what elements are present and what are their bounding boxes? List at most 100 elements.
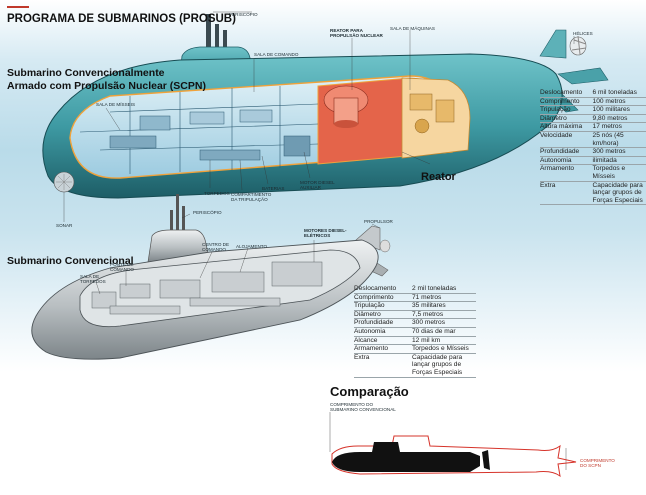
scpn-label-motor-diesel-line2: auxiliar	[300, 185, 321, 191]
spec-key: Armamento	[354, 344, 412, 354]
spec-value: 71 metros	[412, 293, 476, 303]
scpn-label-motor-diesel: Motor diesel auxiliar	[300, 180, 335, 191]
title-accent-bar	[7, 6, 29, 8]
scpn-heading-line1: Submarino Convencionalmente	[7, 67, 165, 79]
spec-key: Comprimento	[354, 293, 412, 303]
scpn-label-torpedos: Torpedos	[204, 191, 230, 196]
spec-key: Extra	[540, 181, 593, 206]
comparison-scpn-label-line1: Comprimento	[580, 458, 615, 463]
conv-label-motores-line2: elétricos	[304, 233, 331, 239]
spec-key: Deslocamento	[354, 285, 412, 294]
scpn-label-compartimento-line1: Compartimento	[231, 192, 272, 197]
spec-key: Tripulação	[540, 105, 593, 115]
scpn-label-compartimento: Compartimento da tripulação	[231, 192, 271, 203]
comparison-conv-label: Comprimento do submarino convencional	[330, 402, 396, 413]
spec-value: 35 militares	[412, 301, 476, 311]
scpn-label-baterias: Baterias	[262, 186, 285, 191]
scpn-label-compartimento-line2: da tripulação	[231, 197, 268, 203]
scpn-heading-line2: Armado com Propulsão Nuclear (SCPN)	[7, 80, 206, 92]
spec-value: 100 metros	[592, 97, 646, 107]
spec-key: Diâmetro	[354, 310, 412, 320]
spec-key: Autonomia	[354, 327, 412, 337]
conv-label-ponte-line2: comando	[110, 267, 134, 273]
conv-label-motores: Motores diesel- elétricos	[304, 228, 347, 239]
conv-label-centro-line2: comando	[202, 247, 226, 253]
conv-label-sala-line2: torpedos	[80, 279, 106, 285]
spec-value: 12 mil km	[412, 336, 476, 346]
page-title: PROGRAMA DE SUBMARINOS (PROSUB)	[7, 13, 236, 25]
spec-value: Capacidade para lançar grupos de Forças …	[592, 181, 646, 206]
conv-label-ponte-de-comando: Ponte de comando	[110, 262, 134, 273]
spec-value: 300 metros	[412, 318, 476, 328]
conv-label-ponte-line1: Ponte de	[110, 262, 134, 267]
scpn-label-sala-de-misseis: Sala de mísseis	[96, 102, 136, 107]
scpn-label-sala-de-maquinas: Sala de máquinas	[390, 26, 435, 31]
conv-label-periscopio: Periscópio	[193, 210, 222, 215]
scpn-label-periscopio: Periscópio	[229, 12, 258, 17]
conv-label-sala-line1: Sala de	[80, 274, 100, 279]
spec-value: Torpedos e Mísseis	[412, 344, 476, 354]
spec-value: 25 nós (45 km/hora)	[592, 131, 646, 149]
spec-key: Velocidade	[540, 131, 593, 149]
conv-label-sala-de-torpedos: Sala de torpedos	[80, 274, 106, 285]
spec-key: Tripulação	[354, 301, 412, 311]
spec-key: Alcance	[354, 336, 412, 346]
spec-value: Capacidade para lançar grupos de Forças …	[412, 353, 476, 378]
scpn-label-sonar: Sonar	[56, 223, 73, 228]
comparison-conv-label-line2: submarino convencional	[330, 407, 396, 413]
scpn-label-motor-diesel-line1: Motor diesel	[300, 180, 335, 185]
spec-value: ilimitada	[592, 156, 646, 166]
spec-key: Autonomia	[540, 156, 593, 166]
spec-key: Armamento	[540, 164, 593, 182]
comparison-scpn-label: Comprimento do SCPN	[580, 458, 615, 469]
conv-label-centro-line1: Centro de	[202, 242, 230, 247]
spec-value: Torpedos e Mísseis	[592, 164, 646, 182]
conv-label-centro-de-comando: Centro de comando	[202, 242, 229, 253]
spec-key: Altura máxima	[540, 122, 593, 132]
scpn-label-helices: Hélices	[573, 31, 593, 36]
scpn-label-sala-de-comando: Sala de comando	[254, 52, 299, 57]
spec-value: 2 mil toneladas	[412, 285, 476, 294]
conv-label-motores-line1: Motores diesel-	[304, 228, 347, 233]
comparison-silhouettes	[329, 412, 577, 478]
conv-submarine	[31, 194, 391, 360]
spec-key: Profundidade	[540, 147, 593, 157]
spec-value: 6 mil toneladas	[592, 89, 646, 98]
scpn-label-reator-line1: Reator para	[330, 28, 363, 33]
scpn-label-reator: Reator para propulsão nuclear	[330, 28, 383, 39]
comparison-conv-label-line1: Comprimento do	[330, 402, 374, 407]
scpn-label-reator-line2: propulsão nuclear	[330, 33, 383, 39]
spec-value: 17 metros	[592, 122, 646, 132]
spec-value: 100 militares	[592, 105, 646, 115]
reactor-callout: Reator	[421, 171, 456, 183]
comparison-scpn-label-line2: do SCPN	[580, 463, 601, 469]
conv-heading: Submarino Convencional	[7, 255, 134, 267]
conv-label-alojamento: Alojamento	[236, 244, 268, 249]
spec-key: Comprimento	[540, 97, 593, 107]
spec-key: Diâmetro	[540, 114, 593, 124]
spec-value: 7,5 metros	[412, 310, 476, 320]
spec-value: 70 dias de mar	[412, 327, 476, 337]
